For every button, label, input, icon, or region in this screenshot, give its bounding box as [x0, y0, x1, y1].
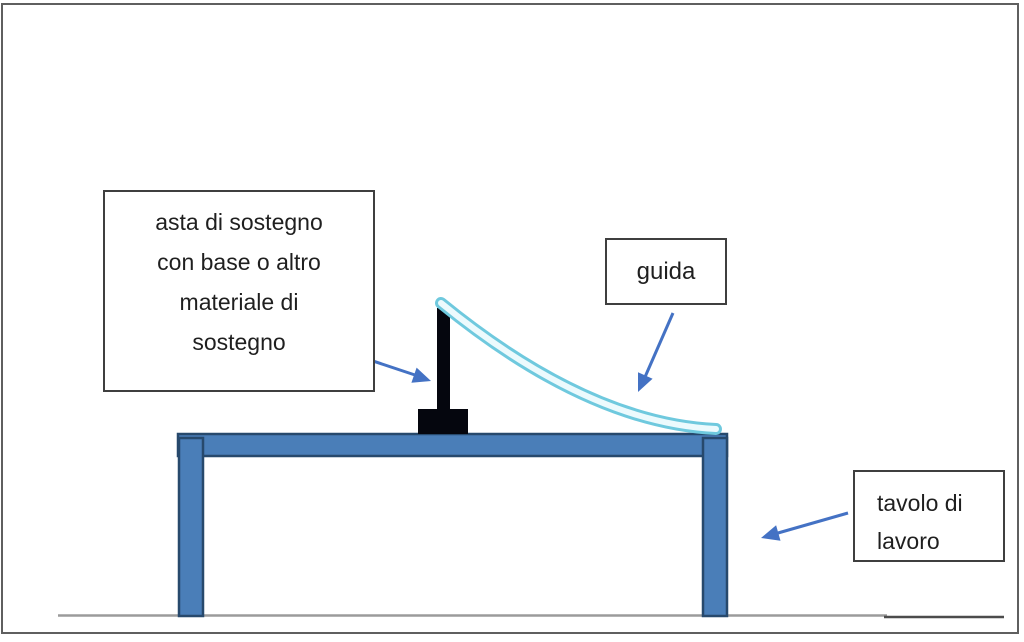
arrow-guida-head-icon: [638, 372, 653, 392]
arrow-guida: [638, 312, 675, 392]
support-rod: [437, 308, 450, 412]
label-asta-line-1: asta di sostegno: [155, 209, 323, 235]
label-asta-line-4: sostegno: [192, 329, 286, 355]
label-tavolo-line-2: lavoro: [877, 528, 940, 554]
guide-ramp-edge: [435, 297, 722, 435]
arrow-tavolo-head-icon: [761, 525, 781, 541]
arrow-tavolo-shaft: [777, 511, 849, 535]
arrow-asta-head-icon: [411, 367, 431, 383]
support-base-block: [418, 409, 468, 434]
arrow-guida-shaft: [643, 312, 675, 378]
arrow-tavolo: [761, 511, 849, 541]
label-box-guida: guida: [605, 238, 727, 305]
table-leg-left: [177, 436, 205, 618]
table-leg-right: [701, 436, 729, 618]
label-asta-line-2: con base o altro: [157, 249, 321, 275]
work-table: [176, 432, 729, 618]
label-asta-line-3: materiale di: [179, 289, 299, 315]
guide-ramp: [435, 297, 722, 435]
label-box-tavolo: tavolo di lavoro: [853, 470, 1005, 562]
label-box-asta: asta di sostegno con base o altro materi…: [103, 190, 375, 392]
guide-ramp-surface: [438, 300, 719, 432]
label-guida-text: guida: [636, 257, 696, 285]
support-rod-assembly: [418, 308, 468, 434]
label-tavolo-line-1: tavolo di: [877, 490, 963, 516]
table-top: [176, 432, 729, 458]
